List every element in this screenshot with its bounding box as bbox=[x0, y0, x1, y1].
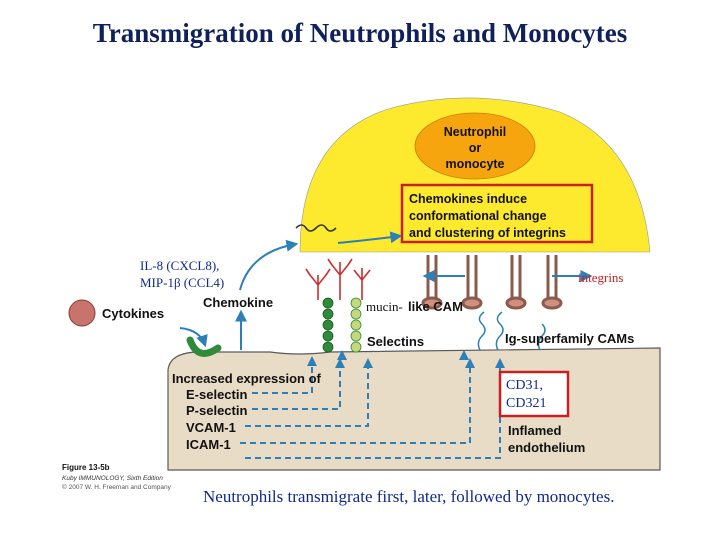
il8-label-line2: MIP-1β (CCL4) bbox=[140, 275, 224, 290]
cd31-label-line2: CD321 bbox=[506, 396, 546, 411]
chemokine-box-line2: conformational change bbox=[409, 209, 547, 223]
cell-label-line3: monocyte bbox=[445, 157, 504, 171]
figure-number: Figure 13-5b bbox=[62, 463, 110, 472]
receptor-to-box-arrow bbox=[337, 231, 403, 244]
chemokine-box bbox=[400, 183, 594, 244]
expression-e-selectin: E-selectin bbox=[186, 387, 247, 402]
figure-book: Kuby IMMUNOLOGY, Sixth Edition bbox=[62, 475, 163, 482]
cd31-box bbox=[498, 370, 570, 418]
inflamed-label-line2: endothelium bbox=[508, 440, 585, 455]
chemokine-box-line3: and clustering of integrins bbox=[409, 226, 566, 240]
mucin-like-cams bbox=[305, 258, 371, 300]
cd31-label-line1: CD31, bbox=[506, 378, 543, 393]
nucleus bbox=[414, 112, 536, 180]
expression-heading: Increased expression of bbox=[172, 371, 322, 386]
ig-superfamily-cams bbox=[477, 311, 546, 351]
il8-label-line1: IL-8 (CXCL8), bbox=[140, 258, 219, 273]
chemokine-binding-shape bbox=[186, 336, 222, 357]
ig-cams-label: Ig-superfamily CAMs bbox=[505, 331, 634, 346]
slide-title: Transmigration of Neutrophils and Monocy… bbox=[92, 18, 628, 48]
mucin-cam-label: like CAM bbox=[408, 299, 463, 314]
chemokine-receptor bbox=[295, 224, 337, 232]
expression-vcam1: VCAM-1 bbox=[186, 420, 236, 435]
chemokine-label: Chemokine bbox=[203, 295, 273, 310]
cytokine-circle bbox=[68, 299, 96, 327]
cytokine-arrow bbox=[179, 327, 208, 348]
selectin-chain-2 bbox=[350, 297, 362, 353]
mucin-prefix-label: mucin- bbox=[366, 299, 403, 314]
cell-label-line1: Neutrophil bbox=[444, 125, 507, 139]
expression-p-selectin: P-selectin bbox=[186, 403, 247, 418]
selectins-label: Selectins bbox=[367, 334, 424, 349]
chemokine-box-line1: Chemokines induce bbox=[409, 192, 527, 206]
cytokines-label: Cytokines bbox=[102, 306, 164, 321]
slide-caption: Neutrophils transmigrate first, later, f… bbox=[203, 487, 615, 506]
inflamed-label-line1: Inflamed bbox=[508, 423, 562, 438]
figure-copyright: © 2007 W. H. Freeman and Company bbox=[62, 483, 172, 491]
expression-icam1: ICAM-1 bbox=[186, 437, 231, 452]
selectin-chain-1 bbox=[322, 297, 334, 353]
chemokine-to-receptor-arrow bbox=[239, 239, 299, 291]
integrins-label: integrins bbox=[578, 270, 624, 285]
cell-label-line2: or bbox=[469, 141, 482, 155]
